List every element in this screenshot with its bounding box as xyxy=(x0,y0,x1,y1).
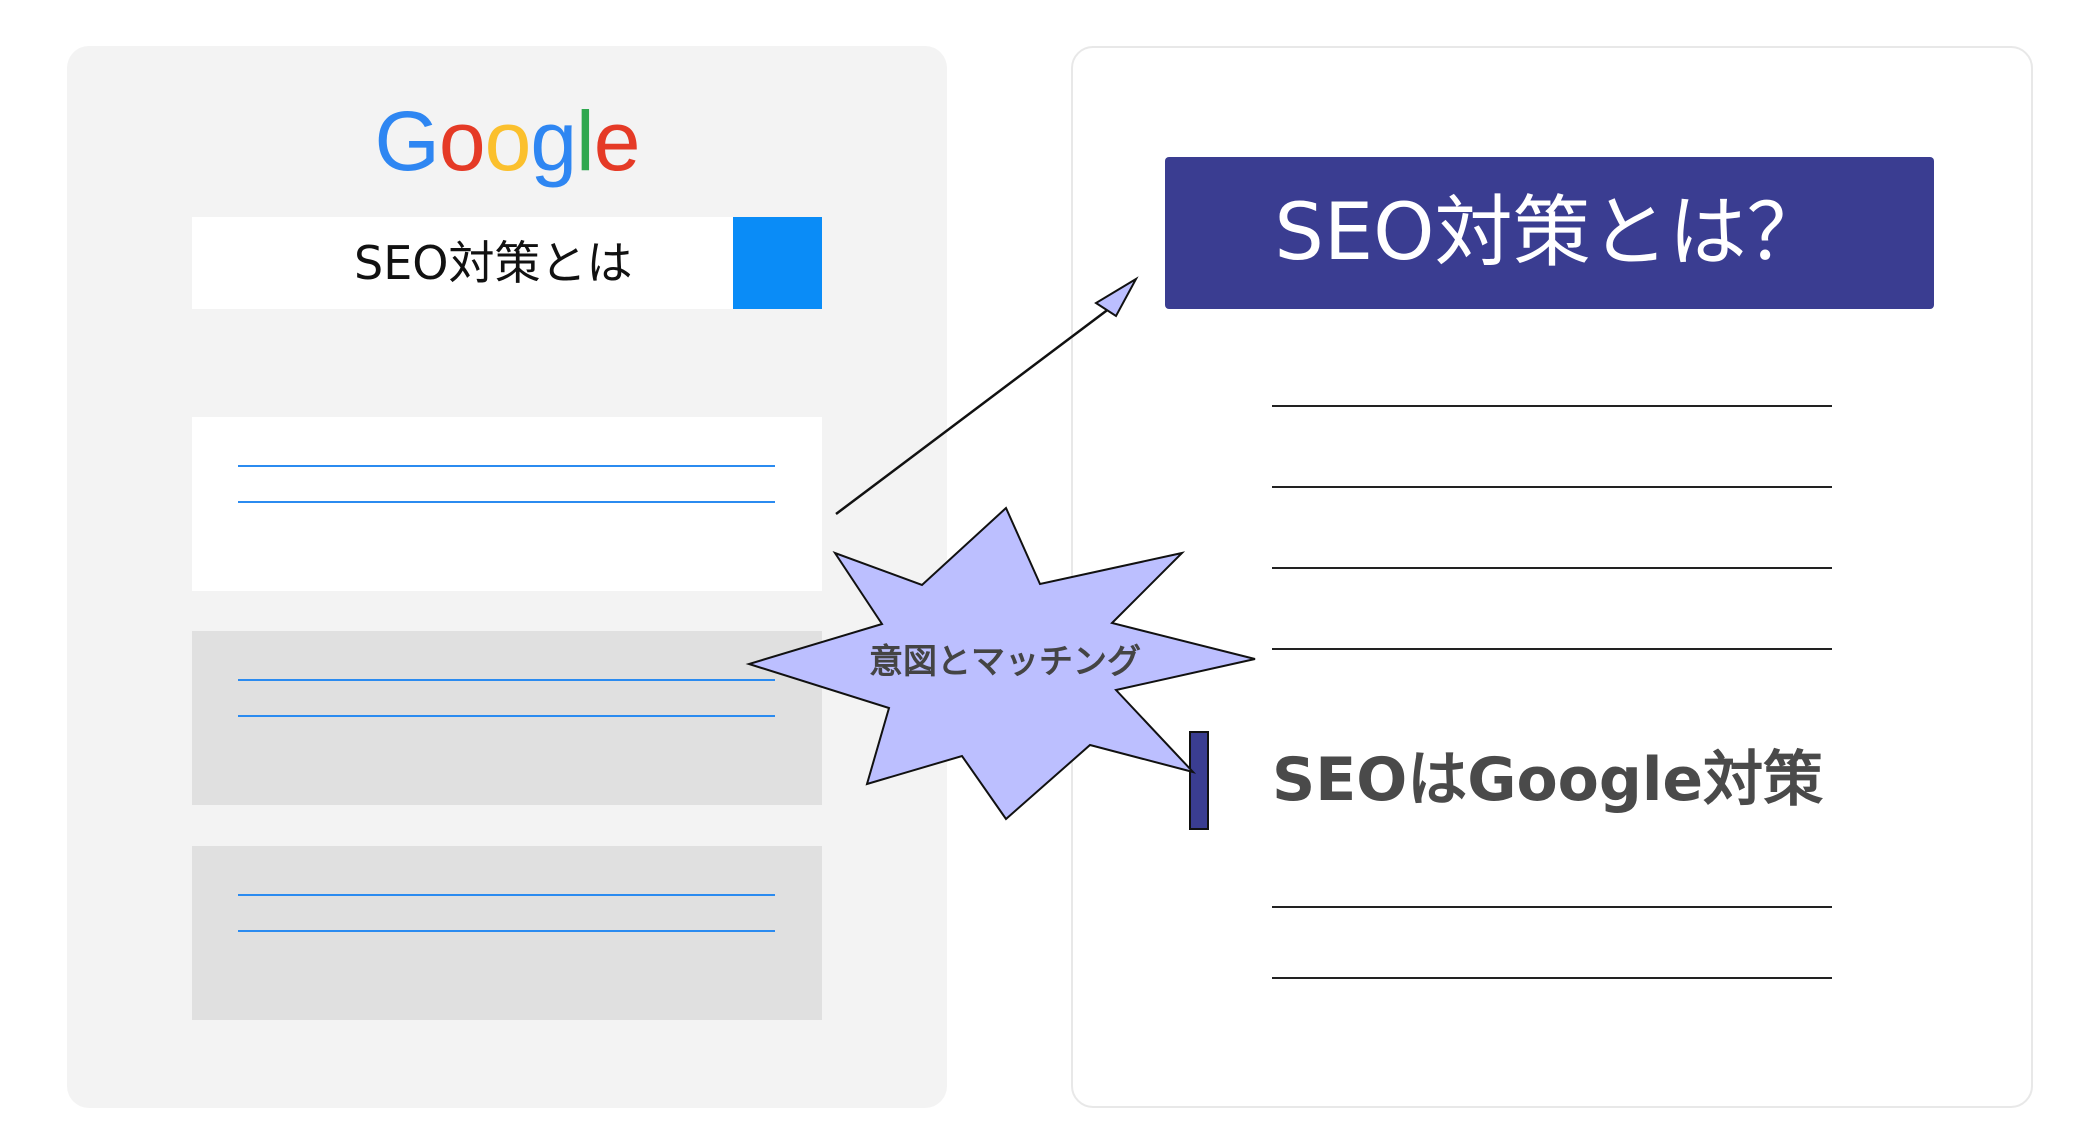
article-text-line xyxy=(1272,977,1832,979)
callout-burst xyxy=(745,506,1256,821)
callout-text: 意図とマッチング xyxy=(869,642,1141,682)
search-result-item[interactable] xyxy=(192,846,822,1020)
article-title: SEO対策とは？ xyxy=(1165,157,1934,309)
result-title-line xyxy=(238,465,775,467)
result-url-line xyxy=(238,715,775,717)
search-button[interactable] xyxy=(733,217,822,309)
result-url-line xyxy=(238,501,775,503)
article-text-line xyxy=(1272,906,1832,908)
article-text-line xyxy=(1272,405,1832,407)
result-title-line xyxy=(238,894,775,896)
logo-letter-o2: o xyxy=(484,94,532,188)
google-logo: Google xyxy=(0,93,1014,189)
logo-letter-l: l xyxy=(576,94,595,188)
logo-letter-o1: o xyxy=(438,94,486,188)
article-text-line xyxy=(1272,486,1832,488)
section-heading: SEOはGoogle対策 xyxy=(1272,745,1824,815)
logo-letter-e: e xyxy=(593,94,641,188)
logo-letter-g: G xyxy=(374,94,440,188)
article-text-line xyxy=(1272,567,1832,569)
result-title-line xyxy=(238,679,775,681)
result-url-line xyxy=(238,930,775,932)
search-input[interactable]: SEO対策とは xyxy=(192,217,822,309)
search-result-item[interactable] xyxy=(192,417,822,591)
article-text-line xyxy=(1272,648,1832,650)
arrow-head xyxy=(1094,276,1139,318)
search-query-text: SEO対策とは xyxy=(354,236,633,290)
search-result-item[interactable] xyxy=(192,631,822,805)
logo-letter-g2: g xyxy=(530,94,577,188)
arrow-line xyxy=(835,301,1119,515)
section-heading-marker xyxy=(1189,731,1209,830)
